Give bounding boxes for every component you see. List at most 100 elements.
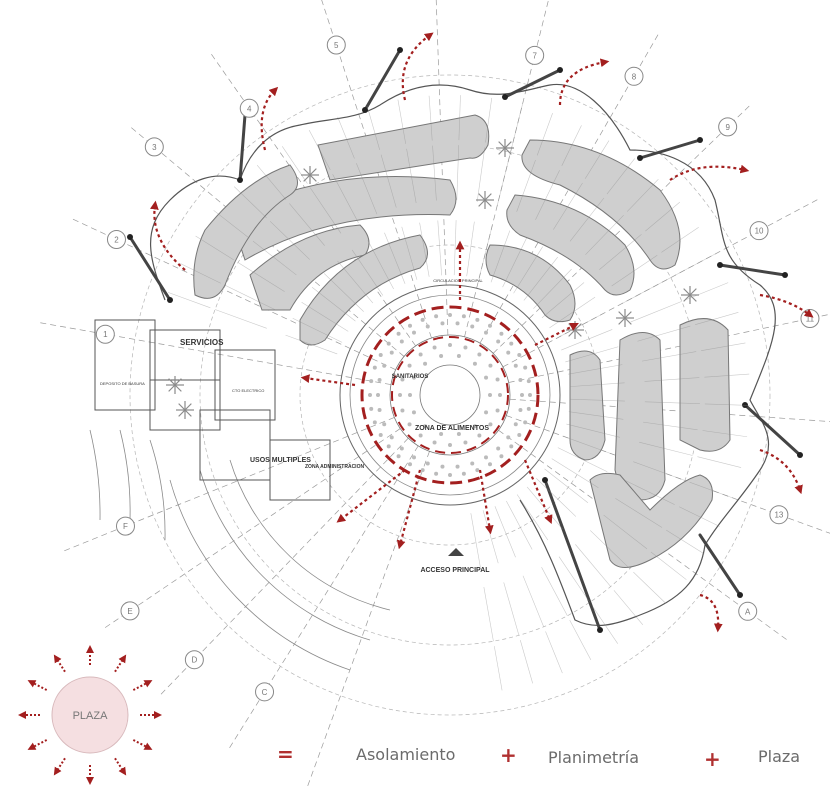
grid-axis-label: 3 [152, 143, 157, 152]
stall-divider [561, 329, 613, 351]
stall-divider [535, 170, 560, 220]
stall-divider [545, 631, 563, 674]
label-circulacion-principal: CIRCULACION PRINCIPAL [433, 278, 483, 283]
label-acceso-principal: ACCESO PRINCIPAL [420, 567, 490, 574]
stall-divider [701, 342, 746, 352]
tree-icon [681, 286, 699, 304]
seat [378, 353, 383, 357]
seat [377, 378, 382, 383]
stall-divider [536, 478, 577, 517]
stall-block-ne-3 [485, 244, 576, 323]
seat [407, 363, 412, 368]
stall-divider [301, 302, 349, 332]
stall-block-east-3 [679, 318, 731, 452]
plaza-red-ring-inner [391, 336, 509, 454]
plaza-red-ring-outer [360, 305, 540, 485]
stall-divider [466, 221, 475, 277]
label-sanitarios: SANITARIOS [392, 374, 429, 380]
seat [396, 454, 401, 459]
perimeter-wall [149, 83, 776, 626]
grid-ray [69, 217, 396, 370]
stall-divider [592, 606, 619, 644]
seat [470, 324, 475, 329]
seat [408, 393, 412, 397]
stall-divider [569, 398, 625, 402]
seat [477, 433, 482, 438]
acceso-principal-arrow-icon [448, 548, 464, 556]
grid-axis-label: 11 [806, 314, 815, 323]
grid-ray [101, 428, 401, 631]
seat [412, 330, 416, 335]
stall-divider [419, 222, 430, 277]
tree-icon [476, 191, 494, 209]
seat [488, 363, 493, 368]
plaza-arrow-icon [53, 654, 66, 673]
seat [372, 420, 377, 425]
seat [434, 314, 439, 319]
grid-ray [128, 124, 405, 357]
stall-divider [675, 253, 716, 276]
seat [448, 443, 452, 447]
seat [439, 354, 444, 359]
seat [472, 361, 477, 366]
stall-divider [639, 441, 693, 456]
stall-block-north-1 [317, 114, 490, 181]
stall-divider [569, 620, 592, 661]
grid-axis-bubble: 7 [525, 45, 545, 65]
seat [475, 468, 480, 473]
label-zona-administracion: ZONA ADMINISTRACION [305, 464, 364, 470]
stall-divider [644, 401, 700, 405]
stall-divider [633, 571, 667, 604]
stall-divider [566, 423, 620, 438]
stall-divider [323, 273, 364, 312]
seat [432, 345, 437, 350]
stall-divider [599, 234, 642, 270]
stall-divider [308, 129, 331, 170]
grid-ray [306, 451, 430, 789]
central-plaza [339, 284, 561, 506]
stall-divider [637, 325, 691, 342]
seat [420, 317, 425, 322]
stall-divider [252, 240, 297, 276]
stall-divider [256, 164, 287, 200]
grid-axis-label: 9 [725, 123, 730, 132]
grid-axis-bubble: C [255, 682, 275, 702]
seat [440, 464, 445, 469]
stall-divider [523, 256, 558, 301]
grid-axis-bubble: 13 [769, 505, 789, 525]
stall-divider [285, 334, 338, 355]
legend-plus-2: + [704, 747, 721, 771]
seat [425, 324, 430, 329]
stall-divider [437, 220, 442, 276]
seat [506, 350, 511, 355]
seat [400, 408, 405, 413]
stall-divider [666, 529, 705, 555]
stall-divider [516, 494, 549, 541]
stall-divider [180, 263, 221, 284]
seat [368, 393, 372, 397]
stall-divider [233, 186, 267, 219]
insolation-arrows [150, 32, 814, 633]
stall-divider [167, 292, 211, 309]
seat [518, 378, 523, 383]
stall-divider [661, 226, 699, 253]
stall-divider [506, 500, 533, 550]
seat [425, 461, 430, 466]
stall-divider [561, 125, 582, 166]
seat [423, 424, 428, 429]
plaza-arrow-icon [27, 739, 48, 750]
stall-block-west-2 [249, 224, 370, 311]
plaza-arrow-icon [27, 680, 48, 691]
stall-divider [281, 146, 308, 184]
label-servicios: SERVICIOS [180, 338, 224, 347]
stall-divider [689, 481, 733, 498]
stall-divider [380, 154, 397, 208]
seat [488, 323, 492, 328]
legend-equals: = [277, 742, 294, 766]
seat [398, 393, 402, 397]
stall-block-east-1 [569, 350, 606, 461]
seat [382, 363, 387, 368]
stall-divider [643, 421, 698, 431]
seat [418, 352, 423, 357]
stall-divider [225, 285, 275, 310]
